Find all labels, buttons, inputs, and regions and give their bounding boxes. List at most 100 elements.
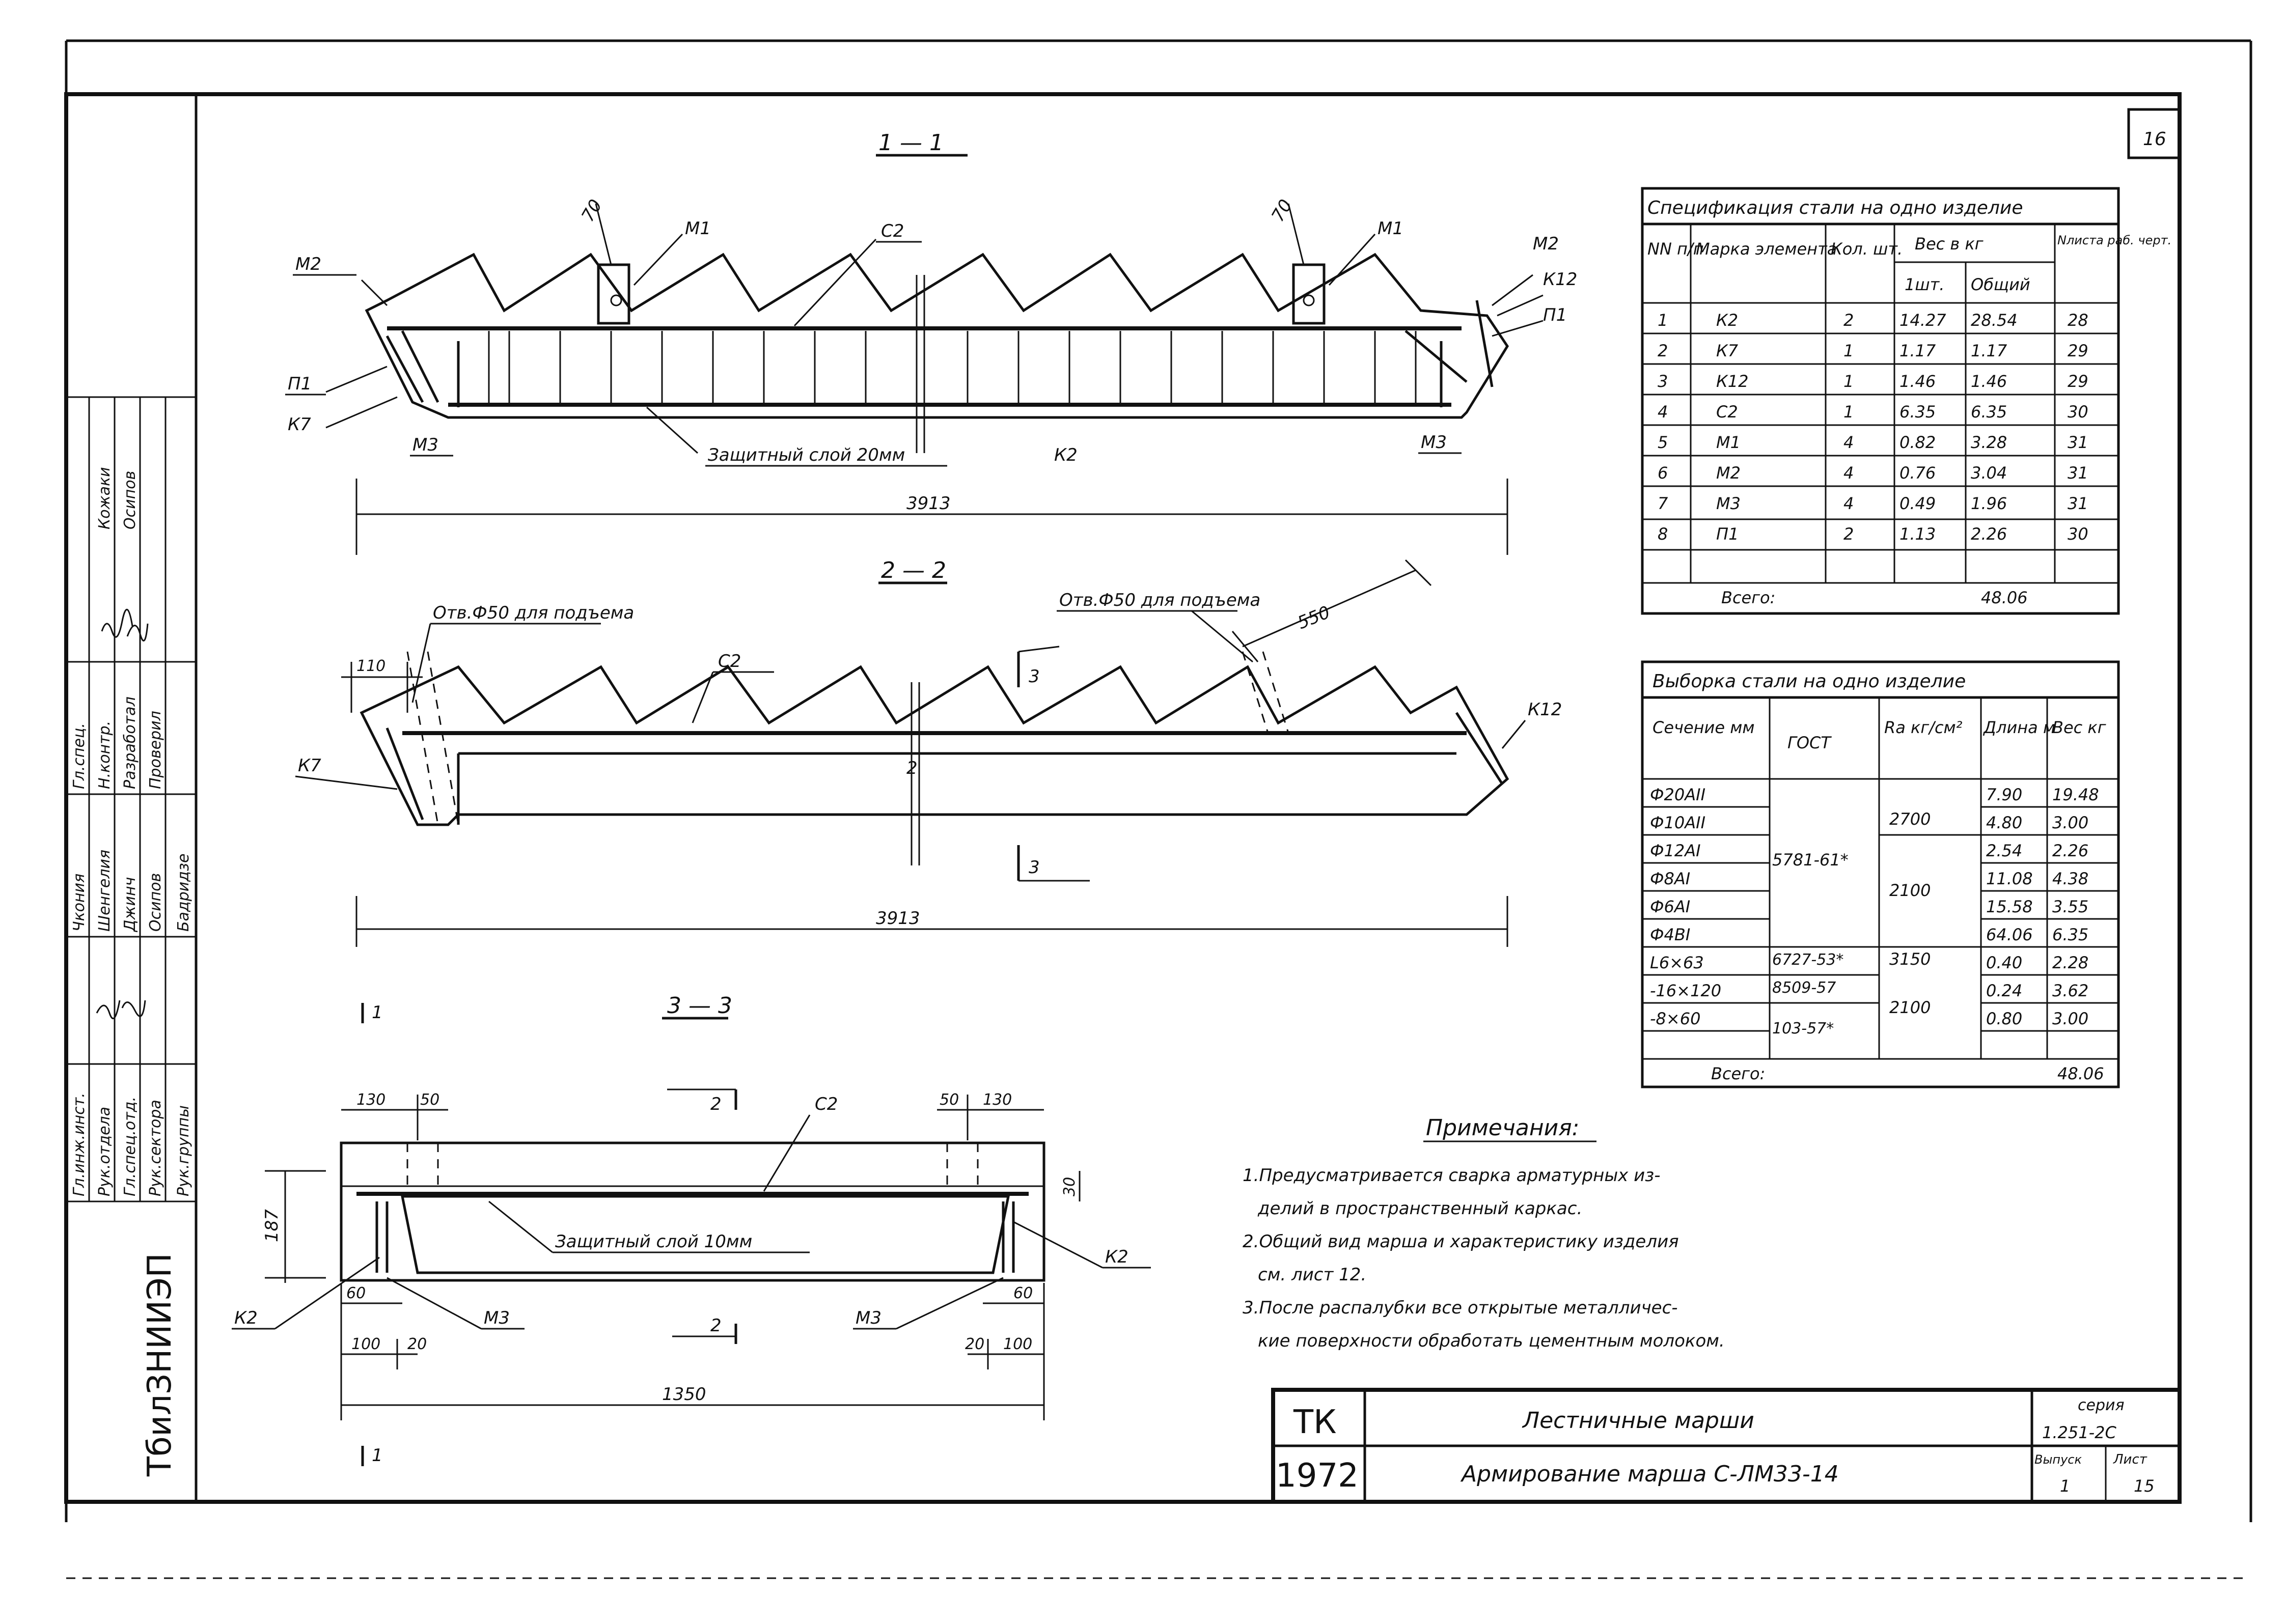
label-k2-right: К2	[1105, 1247, 1128, 1267]
stamp-col1-2: Гл.спец.отд.	[121, 1097, 139, 1196]
label-k7: К7	[288, 414, 311, 435]
select-cell-weights: 4.38	[2052, 869, 2088, 888]
spec-cell: К2	[1716, 311, 1738, 330]
stamp-col2-4: Бадридзе	[175, 854, 192, 932]
section-2-2: 2 — 2 2 110 550 Отв.Ф50 для подъема	[295, 557, 1562, 947]
spec-cell: 0.82	[1899, 433, 1936, 452]
label-k12: К12	[1543, 269, 1577, 290]
dim-length-1: 3913	[906, 493, 951, 514]
label-p1-right: П1	[1543, 305, 1567, 325]
select-cell-sections: Ф6АI	[1650, 897, 1690, 916]
select-cell-lengths: 11.08	[1986, 869, 2033, 888]
select-gost-2: 8509-57	[1772, 979, 1836, 997]
select-cell-weights: 3.00	[2052, 813, 2088, 832]
note-line-5: кие поверхности обработать цементным мол…	[1258, 1331, 1725, 1351]
dim-1350: 1350	[662, 1384, 706, 1405]
select-ra-1: 2100	[1889, 881, 1931, 900]
select-table: Выборка стали на одно изделие Сечение мм…	[1641, 660, 2120, 1088]
spec-total-value: 48.06	[1981, 588, 2028, 607]
dim-20-left: 20	[407, 1335, 427, 1353]
spec-cell: 2.26	[1971, 524, 2007, 544]
section-1-1: 1 — 1	[285, 130, 1577, 555]
select-gost-1: 6727-53*	[1772, 951, 1843, 969]
org-name: ТбилЗНИИЭП	[141, 1253, 179, 1477]
stamp-col2-1: Шенгелия	[96, 850, 114, 932]
spec-cell: 2	[1843, 311, 1854, 330]
dim-100-left: 100	[351, 1335, 380, 1353]
spec-cell: М2	[1716, 463, 1741, 483]
note-line-2: 2.Общий вид марша и характеристику издел…	[1243, 1231, 1679, 1252]
tb-issue-label: Выпуск	[2034, 1452, 2082, 1467]
dim-20-right: 20	[965, 1335, 984, 1353]
select-cell-lengths: 2.54	[1986, 841, 2022, 860]
dim-50-right: 50	[940, 1091, 959, 1109]
tb-series-label: серия	[2078, 1396, 2125, 1414]
spec-cell: 4	[1843, 494, 1854, 513]
select-h-ra: Ra кг/см²	[1884, 718, 1963, 737]
sheet-number-box: 16	[2127, 108, 2181, 159]
spec-cell: 6	[1658, 463, 1668, 483]
spec-cell: 2	[1843, 524, 1854, 544]
spec-cell: 1	[1843, 341, 1854, 360]
spec-h-sheet: Nлиста раб. черт.	[2057, 233, 2171, 247]
select-cell-sections: Ф10АII	[1650, 813, 1705, 832]
cut2-top: 2	[710, 1094, 722, 1114]
spec-cell: 1	[1843, 372, 1854, 391]
spec-cell: 29	[2068, 372, 2088, 391]
spec-cell: 29	[2068, 341, 2088, 360]
spec-cell: 31	[2068, 494, 2088, 513]
label-m1-right: М1	[1378, 218, 1403, 239]
sheet-number: 16	[2143, 129, 2166, 150]
select-cell-weights: 2.28	[2052, 953, 2088, 972]
spec-cell: 6.35	[1971, 402, 2007, 422]
spec-cell: 0.76	[1899, 463, 1936, 483]
stamp-col1-4: Рук.группы	[175, 1105, 192, 1196]
stamp-col3-0: Гл.спец.	[70, 723, 88, 789]
stamp-col2-3: Осипов	[147, 873, 164, 932]
cut2-bottom: 2	[710, 1315, 722, 1336]
select-cell-weights: 3.55	[2052, 897, 2088, 916]
spec-h-w-one: 1шт.	[1905, 275, 1944, 294]
dim-60-left: 60	[346, 1284, 366, 1302]
select-gost-0: 5781-61*	[1772, 850, 1849, 870]
stamp-col3-1: Н.контр.	[96, 721, 114, 789]
spec-cell: 1.46	[1971, 372, 2007, 391]
dim-110: 110	[356, 657, 385, 675]
spec-cell: М1	[1716, 433, 1741, 452]
select-cell-sections: Ф20АII	[1650, 785, 1705, 804]
select-cell-weights: 3.00	[2052, 1009, 2088, 1028]
label-k2: К2	[1054, 445, 1078, 465]
dim-60-right: 60	[1013, 1284, 1033, 1302]
tb-year: 1972	[1276, 1457, 1359, 1495]
stamp-col1-3: Рук.сектора	[147, 1100, 164, 1196]
label-m3-left-3: М3	[484, 1308, 510, 1328]
select-cell-lengths: 0.80	[1986, 1009, 2022, 1028]
note-line-4: 3.После распалубки все открытые металлич…	[1243, 1298, 1678, 1318]
label-m2-left: М2	[295, 254, 321, 274]
stamp-col3-3: Проверил	[147, 711, 164, 789]
label-k12-2: К12	[1528, 699, 1562, 720]
cover-note-1: Защитный слой 20мм	[708, 445, 905, 465]
spec-cell: 3.04	[1971, 463, 2007, 483]
select-cell-lengths: 0.40	[1986, 953, 2022, 972]
tb-sheet-label: Лист	[2113, 1452, 2147, 1467]
stamp-col3-2: Разработал	[121, 696, 139, 789]
select-cell-weights: 6.35	[2052, 925, 2088, 944]
dim-130-right: 130	[983, 1091, 1012, 1109]
select-ra-2: 3150	[1889, 949, 1931, 969]
tb-code: ТК	[1293, 1404, 1337, 1441]
select-cell-weights: 2.26	[2052, 841, 2088, 860]
spec-cell: 1.13	[1899, 524, 1936, 544]
spec-cell: М3	[1716, 494, 1741, 513]
spec-cell: 1.17	[1971, 341, 2007, 360]
spec-cell: К7	[1716, 341, 1739, 360]
spec-cell: 1.96	[1971, 494, 2007, 513]
spec-h-mark: Марка элемента	[1696, 239, 1837, 259]
select-cell-lengths: 7.90	[1986, 785, 2022, 804]
cut3-bottom: 3	[1029, 857, 1040, 878]
dim-550: 550	[1295, 602, 1333, 633]
stamp-col1-0: Гл.инж.инст.	[70, 1093, 88, 1196]
dim-length-2: 3913	[876, 908, 920, 929]
spec-cell: 14.27	[1899, 311, 1946, 330]
